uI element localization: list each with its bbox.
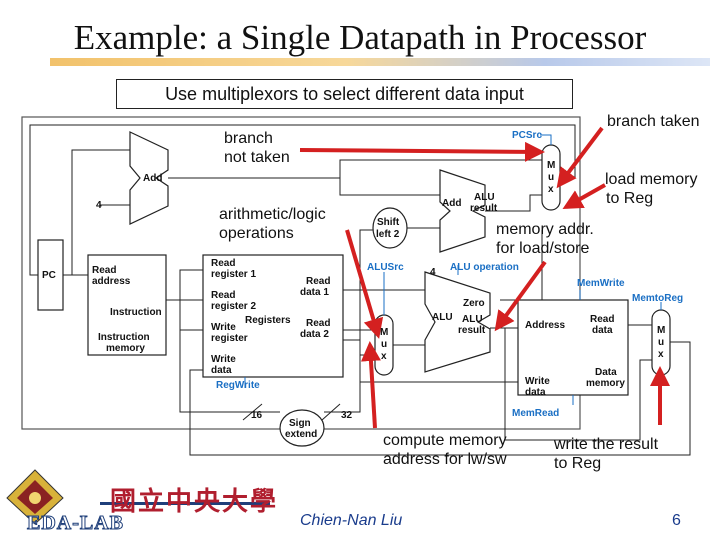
- instr-read-label: Read: [92, 265, 117, 276]
- alu-result-a: ALU: [462, 314, 483, 325]
- pc-mux-x: x: [548, 184, 554, 195]
- extend-label: extend: [285, 429, 318, 440]
- alu-result-b: result: [458, 325, 486, 336]
- regwrite-label: RegWrite: [216, 380, 260, 391]
- arrow-load-memory: [562, 183, 606, 209]
- university-emblem-icon: [6, 469, 64, 525]
- four-left-label: 4: [96, 200, 102, 211]
- read-reg1-a: Read: [211, 258, 236, 269]
- arrow-branch-not-taken: [299, 141, 545, 162]
- note-arith-logic: arithmetic/logic operations: [219, 206, 326, 242]
- arrow-memory-addr: [494, 260, 547, 332]
- alu-mux-x: x: [381, 351, 387, 362]
- memtoreg-label: MemtoReg: [632, 293, 684, 304]
- data-memory-b: memory: [586, 378, 625, 389]
- read-reg2-a: Read: [211, 290, 236, 301]
- add-label: Add: [143, 173, 163, 184]
- note-branch-taken: branch taken: [607, 113, 700, 130]
- add-branch-result-label: result: [470, 203, 498, 214]
- read-data1-a: Read: [306, 276, 331, 287]
- write-data-a: Write: [211, 354, 236, 365]
- school-name: 國立中央大學: [110, 486, 279, 516]
- add-branch-label: Add: [442, 198, 462, 209]
- four-alu-label: 4: [430, 267, 436, 278]
- instruction-memory-label: Instruction: [98, 332, 150, 343]
- shift-left-label: left 2: [376, 229, 400, 240]
- dmem-write-label: Write: [525, 376, 550, 387]
- memory-label: memory: [106, 343, 145, 354]
- title-underline: [50, 58, 710, 66]
- add-branch-alu-label: ALU: [474, 192, 495, 203]
- dmem-read-label: Read: [590, 314, 615, 325]
- aluop-label: ALU operation: [450, 262, 519, 273]
- page-number: 6: [672, 512, 681, 529]
- instr-address-label: address: [92, 276, 131, 287]
- alusrc-label: ALUSrc: [367, 262, 404, 273]
- sign-extend-block: [279, 409, 325, 447]
- shift-left-block: [372, 207, 408, 249]
- pc-mux-m: M: [547, 160, 556, 171]
- subtitle-text: Use multiplexors to select different dat…: [165, 83, 524, 104]
- write-data-b: data: [211, 365, 232, 376]
- alu-block: [424, 271, 491, 373]
- note-memory-addr: memory addr. for load/store: [496, 221, 594, 257]
- instruction-out-label: Instruction: [110, 307, 162, 318]
- eda-lab-logo: EDA-LAB: [26, 512, 125, 535]
- write-reg-b: register: [211, 333, 248, 344]
- dmem-readdata-label: data: [592, 325, 613, 336]
- registers-label: Registers: [245, 315, 291, 326]
- read-data2-a: Read: [306, 318, 331, 329]
- dmem-data-label: data: [525, 387, 546, 398]
- read-data1-b: data 1: [300, 287, 329, 298]
- mtr-mux-u: u: [658, 337, 665, 348]
- memwrite-label: MemWrite: [577, 278, 625, 289]
- alu-mux-u: u: [381, 339, 388, 350]
- registers-block: [202, 254, 344, 378]
- control-lines: [244, 134, 662, 405]
- add-branch-block: [439, 169, 486, 253]
- page-title: Example: a Single Datapath in Processor: [73, 18, 647, 57]
- pc-mux-u: u: [548, 172, 555, 183]
- read-reg1-b: register 1: [211, 269, 257, 280]
- mtr-mux-x: x: [658, 349, 664, 360]
- write-reg-a: Write: [211, 322, 236, 333]
- annotation-arrows: [299, 126, 670, 429]
- read-reg2-b: register 2: [211, 301, 257, 312]
- memread-label: MemRead: [512, 408, 560, 419]
- subtitle-box: Use multiplexors to select different dat…: [116, 79, 573, 109]
- zero-label: Zero: [463, 298, 485, 309]
- note-branch-not-taken: branch not taken: [224, 130, 290, 166]
- note-compute-memory: compute memory address for lw/sw: [383, 432, 507, 468]
- footer-author: Chien-Nan Liu: [300, 512, 403, 529]
- instruction-memory-block: [87, 254, 167, 356]
- arrow-arith-logic: [345, 229, 384, 339]
- pc-label: PC: [42, 270, 56, 281]
- alu-mux-m: M: [380, 327, 389, 338]
- bits16-label: 16: [251, 410, 263, 421]
- read-data2-b: data 2: [300, 329, 329, 340]
- logo-underline: [100, 502, 270, 505]
- note-write-result: write the result to Reg: [554, 436, 659, 472]
- shift-label: Shift: [377, 217, 400, 228]
- alu-label: ALU: [432, 312, 453, 323]
- bits32-label: 32: [341, 410, 353, 421]
- mtr-mux-m: M: [657, 325, 666, 336]
- add-pc-block: [129, 131, 169, 225]
- data-memory-a: Data: [595, 367, 617, 378]
- arrow-compute-memory: [360, 341, 381, 429]
- arrow-branch-taken: [556, 126, 604, 189]
- pcsrc-label: PCSrc: [512, 130, 543, 141]
- note-load-memory: load memory to Reg: [605, 171, 698, 207]
- sign-label: Sign: [289, 418, 311, 429]
- dmem-address-label: Address: [525, 320, 566, 331]
